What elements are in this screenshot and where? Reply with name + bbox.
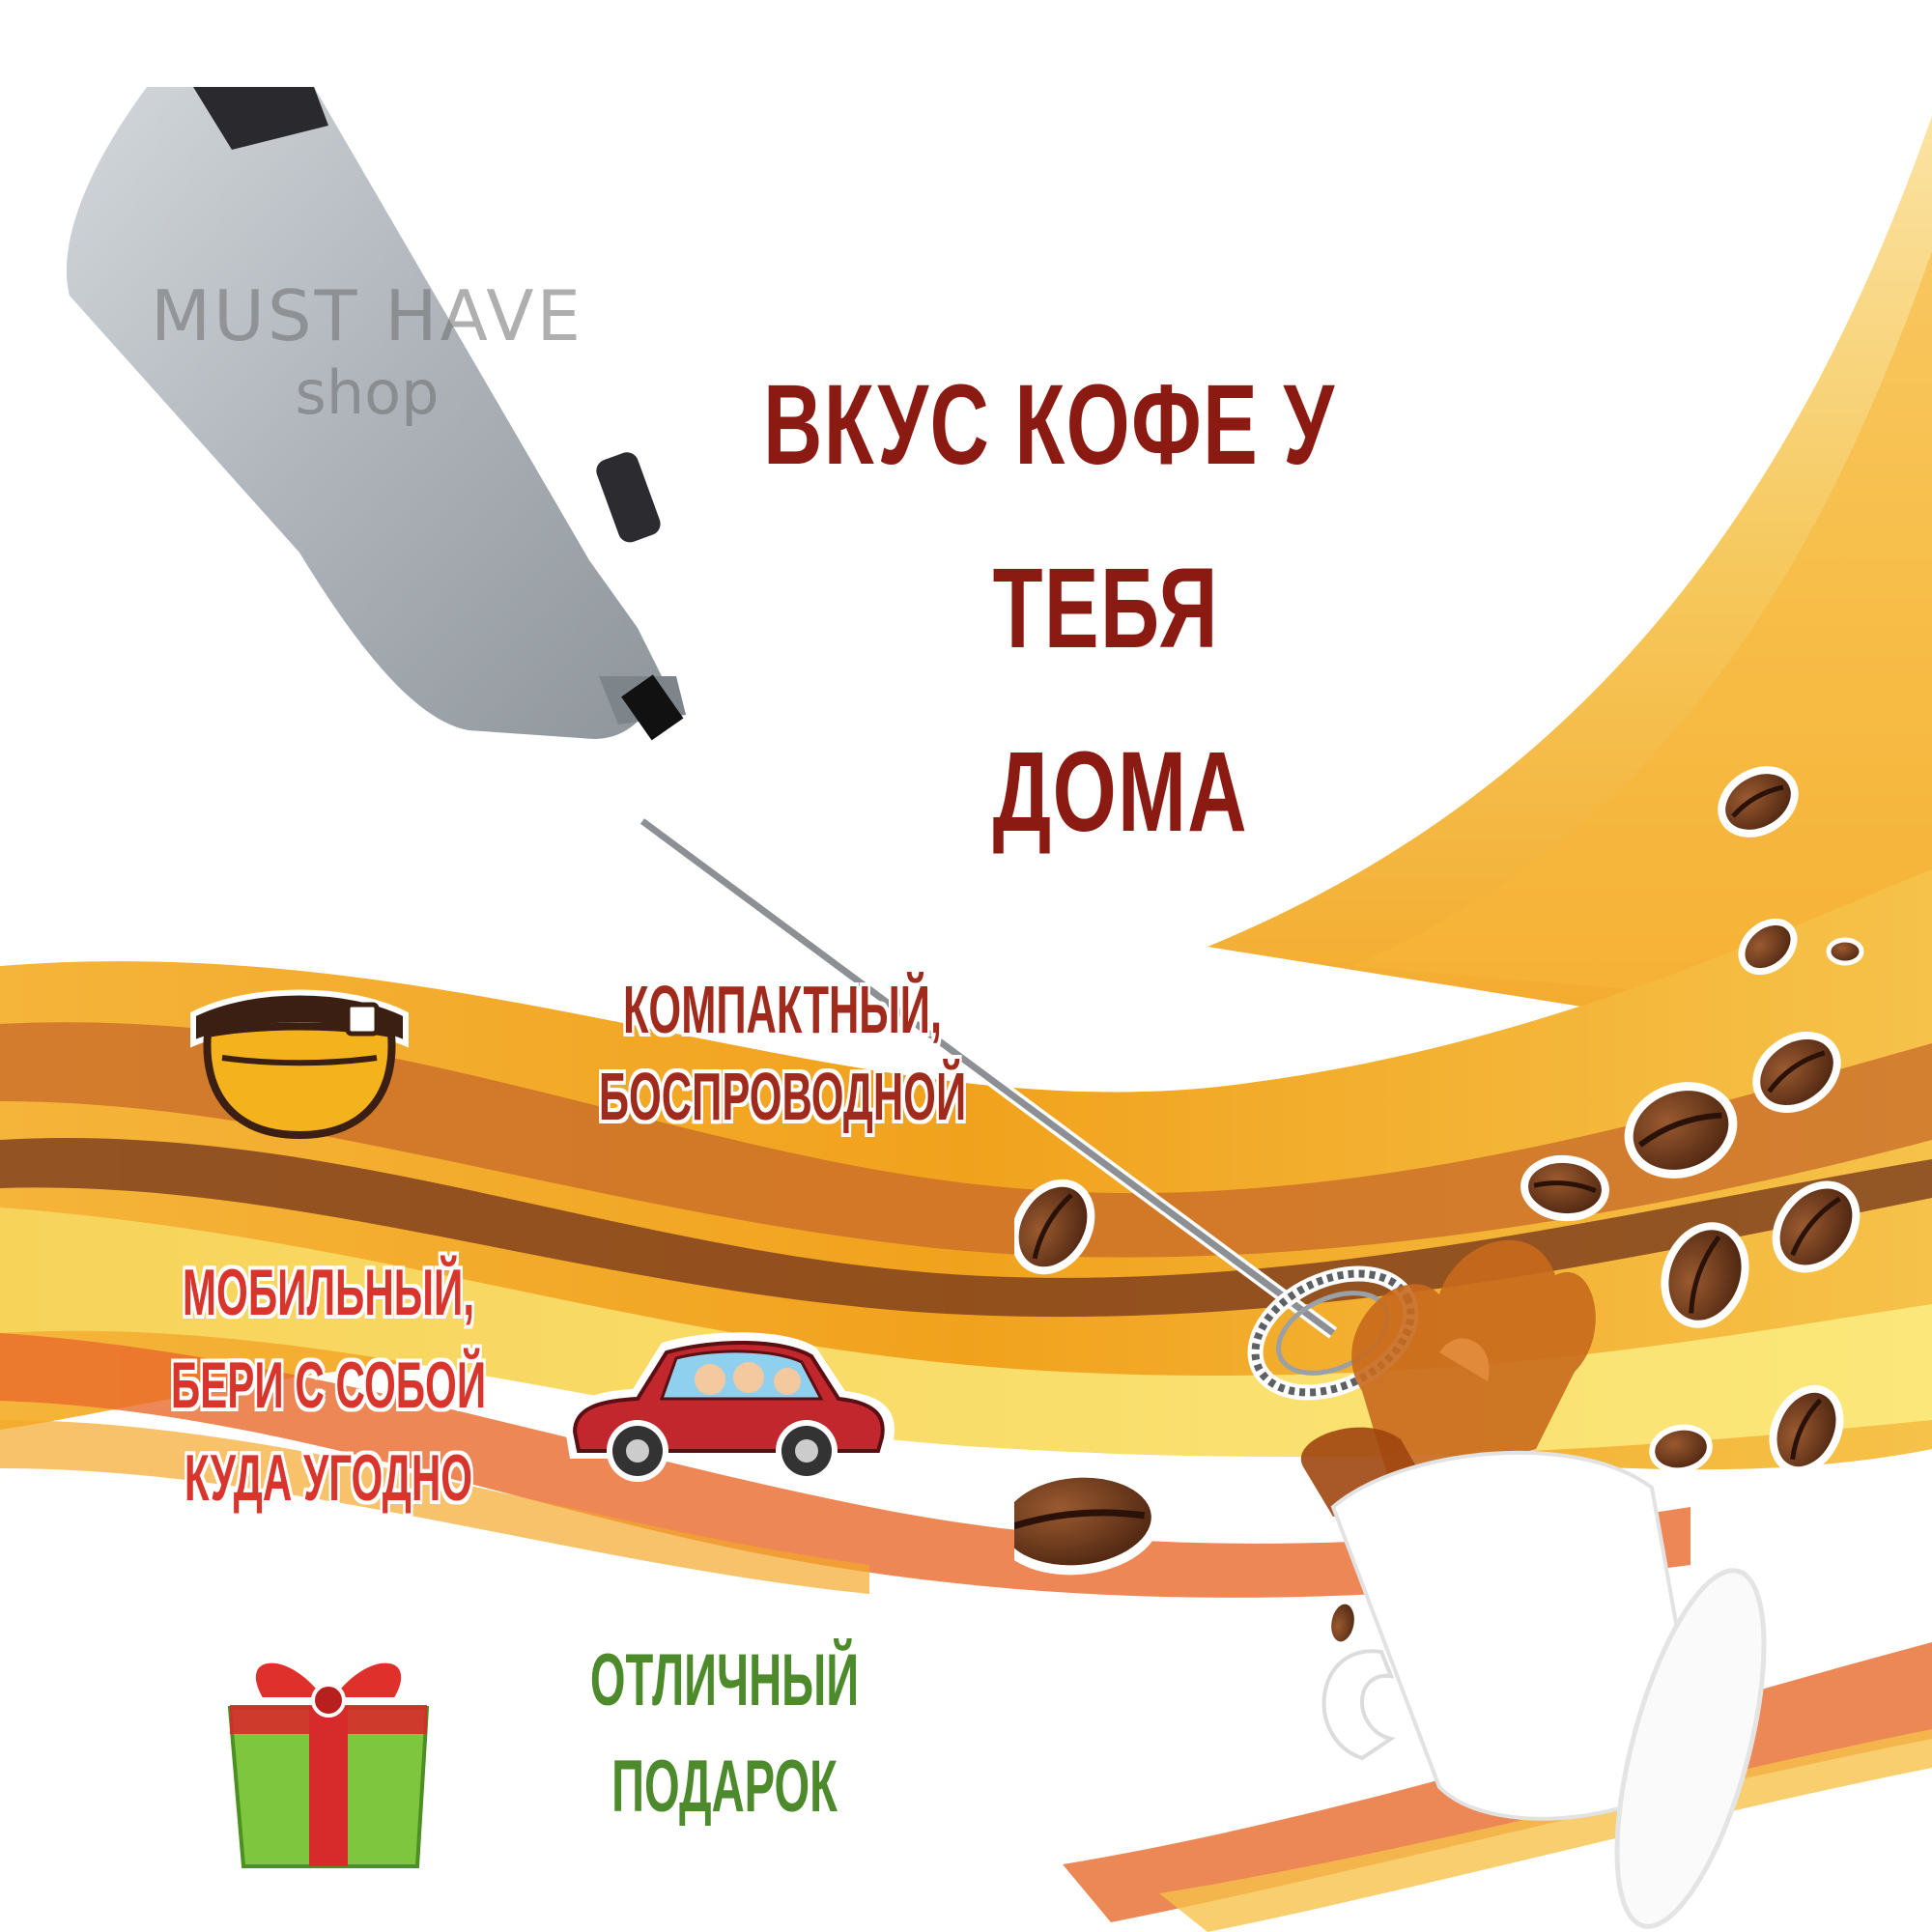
feature-gift-line-1: ОТЛИЧНЫЙ (589, 1639, 860, 1721)
gift-box-icon (222, 1657, 435, 1874)
feature-mobile-line-1: МОБИЛЬНЫЙ, (182, 1256, 475, 1329)
family-car-icon (565, 1332, 895, 1482)
coffee-bean-icon (1520, 1154, 1609, 1222)
feature-mobile: МОБИЛЬНЫЙ, БЕРИ С СОБОЙ КУДА УГОДНО (160, 1246, 496, 1524)
coffee-cup-splash-icon (1300, 1239, 1767, 1929)
feature-compact: КОМПАКТНЫЙ, БОСПРОВОДНОЙ (554, 966, 1009, 1140)
coffee-beans (1014, 766, 1864, 1647)
coffee-bean-icon (1826, 937, 1864, 966)
coffee-bean-icon (1738, 918, 1798, 976)
coffee-bean-icon (1624, 1082, 1738, 1179)
coffee-bean-icon (1649, 1424, 1713, 1474)
coffee-bean-icon (1014, 1179, 1095, 1275)
feature-gift: ОТЛИЧНЫЙ ПОДАРОК (515, 1628, 934, 1840)
watermark-subtitle: shop (295, 357, 440, 428)
coffee-bean-icon (1718, 766, 1799, 838)
coffee-bean-icon (1661, 1222, 1749, 1328)
coffee-bean-icon (1326, 1599, 1359, 1647)
waist-bag-icon (190, 989, 409, 1140)
feature-compact-line-2: БОСПРОВОДНОЙ (598, 1059, 967, 1134)
headline: ВКУС КОФЕ У ТЕБЯ ДОМА (763, 333, 1431, 884)
coffee-bean-icon (1014, 1467, 1161, 1576)
coffee-bean-icon (1772, 1180, 1861, 1273)
coffee-bean-icon (1752, 1032, 1841, 1113)
feature-compact-line-1: КОМПАКТНЫЙ, (622, 972, 943, 1047)
headline-line-2: ТЕБЯ ДОМА (992, 545, 1249, 856)
feature-mobile-line-2: БЕРИ С СОБОЙ (170, 1349, 487, 1422)
feature-gift-line-2: ПОДАРОК (611, 1746, 838, 1828)
headline-line-1: ВКУС КОФЕ У (763, 361, 1336, 489)
feature-mobile-line-3: КУДА УГОДНО (184, 1441, 473, 1515)
coffee-bean-icon (1769, 1384, 1844, 1475)
watermark-title: MUST HAVE (151, 275, 583, 356)
